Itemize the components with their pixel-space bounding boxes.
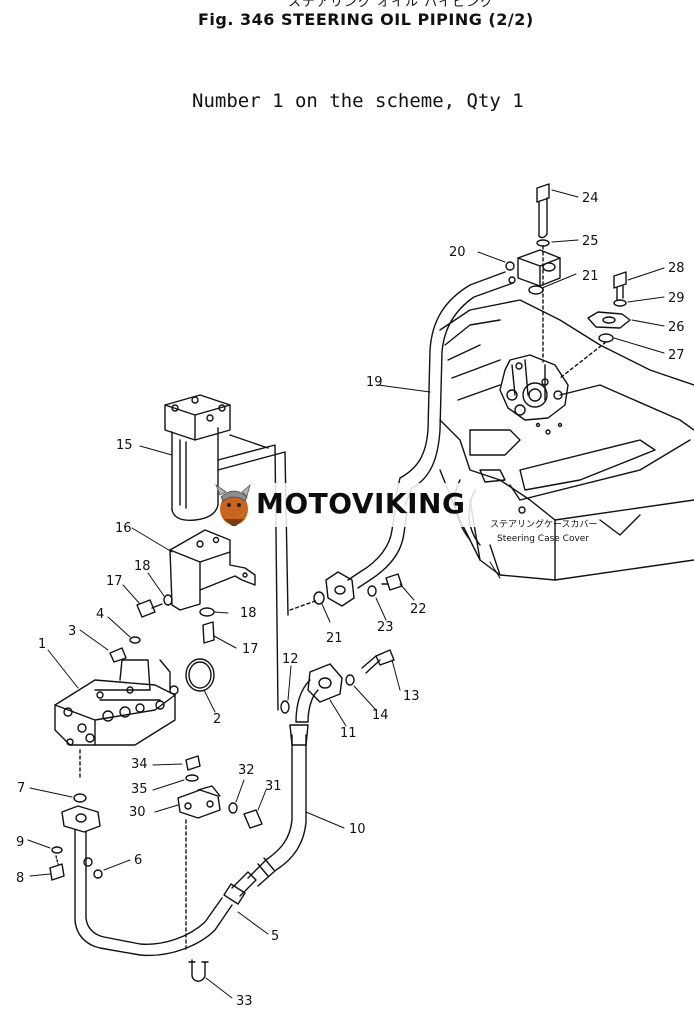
part-number-16: 16 [115,521,132,536]
viking-mascot-icon [215,483,251,526]
part-number-23: 23 [377,620,394,635]
part-number-1: 1 [38,637,46,652]
part-number-3: 3 [68,624,76,639]
part-number-32: 32 [238,763,255,778]
watermark-backdrop [250,483,482,527]
part-number-8: 8 [16,871,24,886]
japanese-title: ステアリング オイル パイピング [288,0,495,10]
pipe-19 [347,271,514,589]
steering-case-cover-en: Steering Case Cover [497,534,589,544]
part-number-17a: 17 [106,574,123,589]
bolt-28-group [559,271,631,379]
part-number-34: 34 [131,757,148,772]
part-number-5: 5 [271,929,279,944]
part-number-9: 9 [16,835,24,850]
part-numbers: 1 2 3 4 5 6 7 8 9 10 11 12 13 14 15 16 1… [16,191,685,1009]
leader-lines [27,189,665,999]
part-number-35: 35 [131,782,148,797]
steering-case-frame [439,299,694,581]
steering-case-cover-label: ステアリングケースカバー Steering Case Cover [490,518,598,544]
part-number-6: 6 [134,853,142,868]
part-number-21a: 21 [582,269,599,284]
part-number-19: 19 [366,375,383,390]
part-number-24: 24 [582,191,599,206]
part-number-31: 31 [265,779,282,794]
part-number-21b: 21 [326,631,343,646]
part-number-27: 27 [668,348,685,363]
part-number-7: 7 [17,781,25,796]
bracket-bolts [136,594,215,644]
upper-flange-block [505,249,561,295]
part-number-28: 28 [668,261,685,276]
pump-1 [54,636,215,781]
steering-case-cover-jp: ステアリングケースカバー [490,518,598,530]
clamp-bracket-30 [177,755,263,982]
bolt-24 [536,183,550,363]
pump-outlet-flange [49,793,103,881]
part-number-20: 20 [449,245,466,260]
part-number-15: 15 [116,438,133,453]
tube-5 [74,829,257,957]
part-number-14: 14 [372,708,389,723]
part-number-30: 30 [129,805,146,820]
watermark: MOTOVIKING [212,483,482,527]
part-number-12: 12 [282,652,299,667]
lower-flange-19 [289,571,403,611]
part-number-11: 11 [340,726,357,741]
watermark-text: MOTOVIKING [256,487,466,520]
elbow-fitting-11 [280,649,395,723]
part-number-26: 26 [668,320,685,335]
part-number-13: 13 [403,689,420,704]
part-number-29: 29 [668,291,685,306]
part-number-10: 10 [349,822,366,837]
part-number-4: 4 [96,607,104,622]
bracket-16 [169,529,256,611]
steering-unit [499,354,569,421]
part-number-22: 22 [410,602,427,617]
part-number-25: 25 [582,234,599,249]
filter-15 [164,394,289,711]
part-number-17b: 17 [242,642,259,657]
part-number-18a: 18 [134,559,151,574]
part-number-18b: 18 [240,606,257,621]
figure-title: Fig. 346 STEERING OIL PIPING (2/2) [198,10,534,29]
part-number-33: 33 [236,994,253,1009]
scheme-note: Number 1 on the scheme, Qty 1 [192,90,524,112]
part-number-2: 2 [213,712,221,727]
hose-10 [247,724,309,887]
